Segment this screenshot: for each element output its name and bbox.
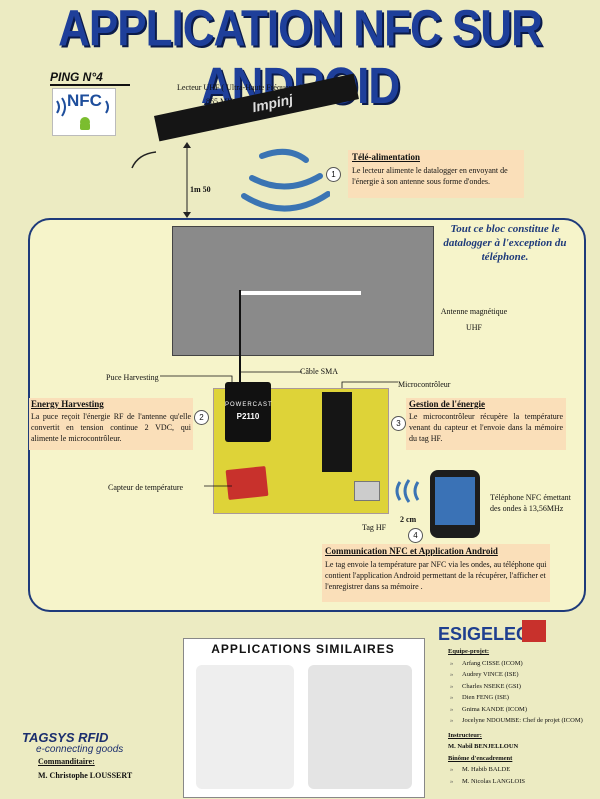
esigelec-emblem	[522, 620, 546, 642]
power-box: Télé-alimentation Le lecteur alimente le…	[348, 150, 524, 198]
puce-label: Puce Harvesting	[106, 373, 159, 382]
tagsys-logo: TAGSYS RFID	[22, 730, 109, 745]
energy-mgmt-text: Le microcontrôleur récupère la températu…	[409, 412, 563, 443]
supervisor: M. Habib BALDE	[448, 764, 588, 776]
phone-illustration	[308, 665, 412, 789]
team-member: Dien FENG (ISE)	[448, 692, 588, 704]
distance-label: 1m 50	[190, 185, 211, 194]
comm-title: Communication NFC et Application Android	[325, 546, 498, 556]
reader-label: Lecteur UHF ( Ultra-Haute Fréquence)	[177, 83, 303, 92]
team-list: Equipe-projet: Arfang CISSE (ICOM) Audre…	[448, 646, 588, 787]
step-1-badge: 1	[326, 167, 341, 182]
similar-apps-title: APPLICATIONS SIMILAIRES	[211, 642, 395, 656]
team-member: Jocelyne NDOUMBE: Chef de projet (ICOM)	[448, 715, 588, 727]
sma-cable	[239, 290, 241, 394]
nfc-wave-icon	[395, 479, 420, 503]
esigelec-logo: ESIGELEC	[438, 624, 530, 644]
hf-tag	[354, 481, 380, 501]
chip-brand: POWERCAST	[225, 402, 273, 408]
team-member: Arfang CISSE (ICOM)	[448, 658, 588, 670]
instructor-name: M. Nabil BENJELLOUN	[448, 743, 519, 750]
step-2-badge: 2	[194, 410, 209, 425]
step-4-badge: 4	[408, 528, 423, 543]
power-title: Télé-alimentation	[352, 152, 420, 162]
block-note: Tout ce bloc constitue le datalogger à l…	[443, 223, 567, 263]
energy-title: Energy Harvesting	[31, 399, 104, 409]
cable-label: Câble SMA	[300, 367, 338, 376]
team-member: Gnima KANDE (ICOM)	[448, 704, 588, 716]
sensor-pointer	[204, 485, 232, 487]
chip-model: P2110	[236, 412, 260, 421]
card-illustration	[196, 665, 294, 789]
team-heading: Equipe-projet:	[448, 648, 490, 655]
antenna-panel	[172, 226, 434, 356]
power-text: Le lecteur alimente le datalogger en env…	[352, 166, 508, 186]
cable-pointer	[240, 371, 302, 373]
distance-arrow	[183, 142, 191, 218]
android-icon	[56, 97, 109, 130]
tag-label: Tag HF	[362, 523, 387, 532]
team-member: Charles NSEKE (GSI)	[448, 681, 588, 693]
wave-icon	[241, 148, 330, 212]
phone-label: Téléphone NFC émettant des ondes à 13,56…	[490, 493, 571, 513]
comm-box: Communication NFC et Application Android…	[322, 544, 550, 602]
distance-2cm: 2 cm	[400, 515, 417, 524]
instructor-heading: Instructeur:	[448, 731, 482, 739]
micro-label: Microcontrôleur	[398, 380, 451, 389]
antenna-strip	[241, 291, 361, 295]
nfc-logo: NFC	[52, 88, 116, 136]
supervisor: M. Nicolas LANGLOIS	[448, 776, 588, 788]
tagsys-tagline: e-connecting goods	[36, 744, 124, 755]
harvesting-chip: POWERCAST P2110	[225, 382, 273, 442]
ping-label: PING N°4	[50, 70, 130, 86]
nfc-phone	[430, 470, 480, 538]
antenna-label: Antenne magnétique UHF	[440, 307, 508, 332]
energy-mgmt-box: Gestion de l'énergie Le microcontrôleur …	[406, 398, 566, 450]
energy-box: Energy Harvesting La puce reçoit l'énerg…	[29, 398, 193, 450]
energy-text: La puce reçoit l'énergie RF de l'antenne…	[31, 412, 191, 443]
sensor-label: Capteur de température	[108, 483, 184, 492]
step-3-badge: 3	[391, 416, 406, 431]
sponsor-label: Commanditaire:	[38, 757, 95, 766]
nfc-logo-text: NFC	[67, 91, 102, 110]
similar-apps-panel	[183, 638, 425, 798]
supervision-heading: Binôme d'encadrement	[448, 754, 513, 762]
reader-cable	[131, 151, 157, 169]
microcontroller-chip	[322, 392, 352, 472]
sponsor-name: M. Christophe LOUSSERT	[38, 771, 133, 780]
energy-mgmt-title: Gestion de l'énergie	[409, 399, 485, 409]
comm-text: Le tag envoie la température par NFC via…	[325, 560, 547, 591]
team-member: Audrey VINCE (ISE)	[448, 669, 588, 681]
reader-brand: Impinj	[250, 90, 295, 116]
